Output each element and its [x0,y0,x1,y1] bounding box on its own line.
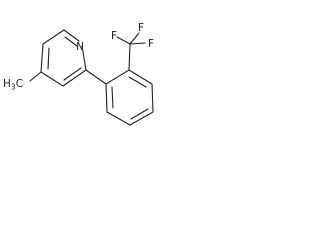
bond-ph3-ph4-inner [130,108,149,120]
atom-label-f-right: F [148,38,154,50]
bond-c6-c5 [42,29,65,45]
molecule-structure-diagram: N H3C F F F [3,22,154,126]
methyl-c: C [16,78,23,90]
bond-cf3-f-right [129,42,146,45]
bond-c3-c2 [62,69,87,87]
atom-label-f-top-right: F [138,22,144,34]
bond-n-c6 [63,29,80,42]
bond-ph3-ph4 [129,111,154,126]
bond-ph1-ph2-inner [111,86,114,109]
bond-cf3-f-top-left [116,36,131,45]
atom-label-f-top-left: F [111,30,117,42]
bond-biaryl [85,69,107,85]
methyl-h: H [3,78,11,90]
bond-ph5-ph6-inner [128,76,147,88]
bond-n-c6-inner [64,36,78,47]
bond-ph5-ph6 [128,69,153,85]
phenyl-ring [105,69,154,126]
methyl-subscript: 3 [11,83,16,92]
bond-c4-c3 [40,71,64,87]
bond-n-c2 [81,45,87,71]
bond-ph6-ph1 [105,69,130,85]
bond-ph4-ph5 [151,83,154,113]
bond-ph2-ph3 [106,111,131,126]
bond-c5-c4-inner [47,47,50,70]
pyridine-ring [40,29,87,87]
trifluoromethyl-group [116,32,146,71]
atom-label-nitrogen: N [76,41,84,53]
bond-c4-methyl [29,71,42,82]
bond-ph6-cf3 [128,43,131,71]
bond-ph1-ph2 [105,83,108,113]
atom-label-methyl: H3C [3,78,23,92]
bond-cf3-f-top-right [129,32,140,45]
bond-c5-c4 [40,43,44,73]
bond-c3-c2-inner [63,67,82,81]
